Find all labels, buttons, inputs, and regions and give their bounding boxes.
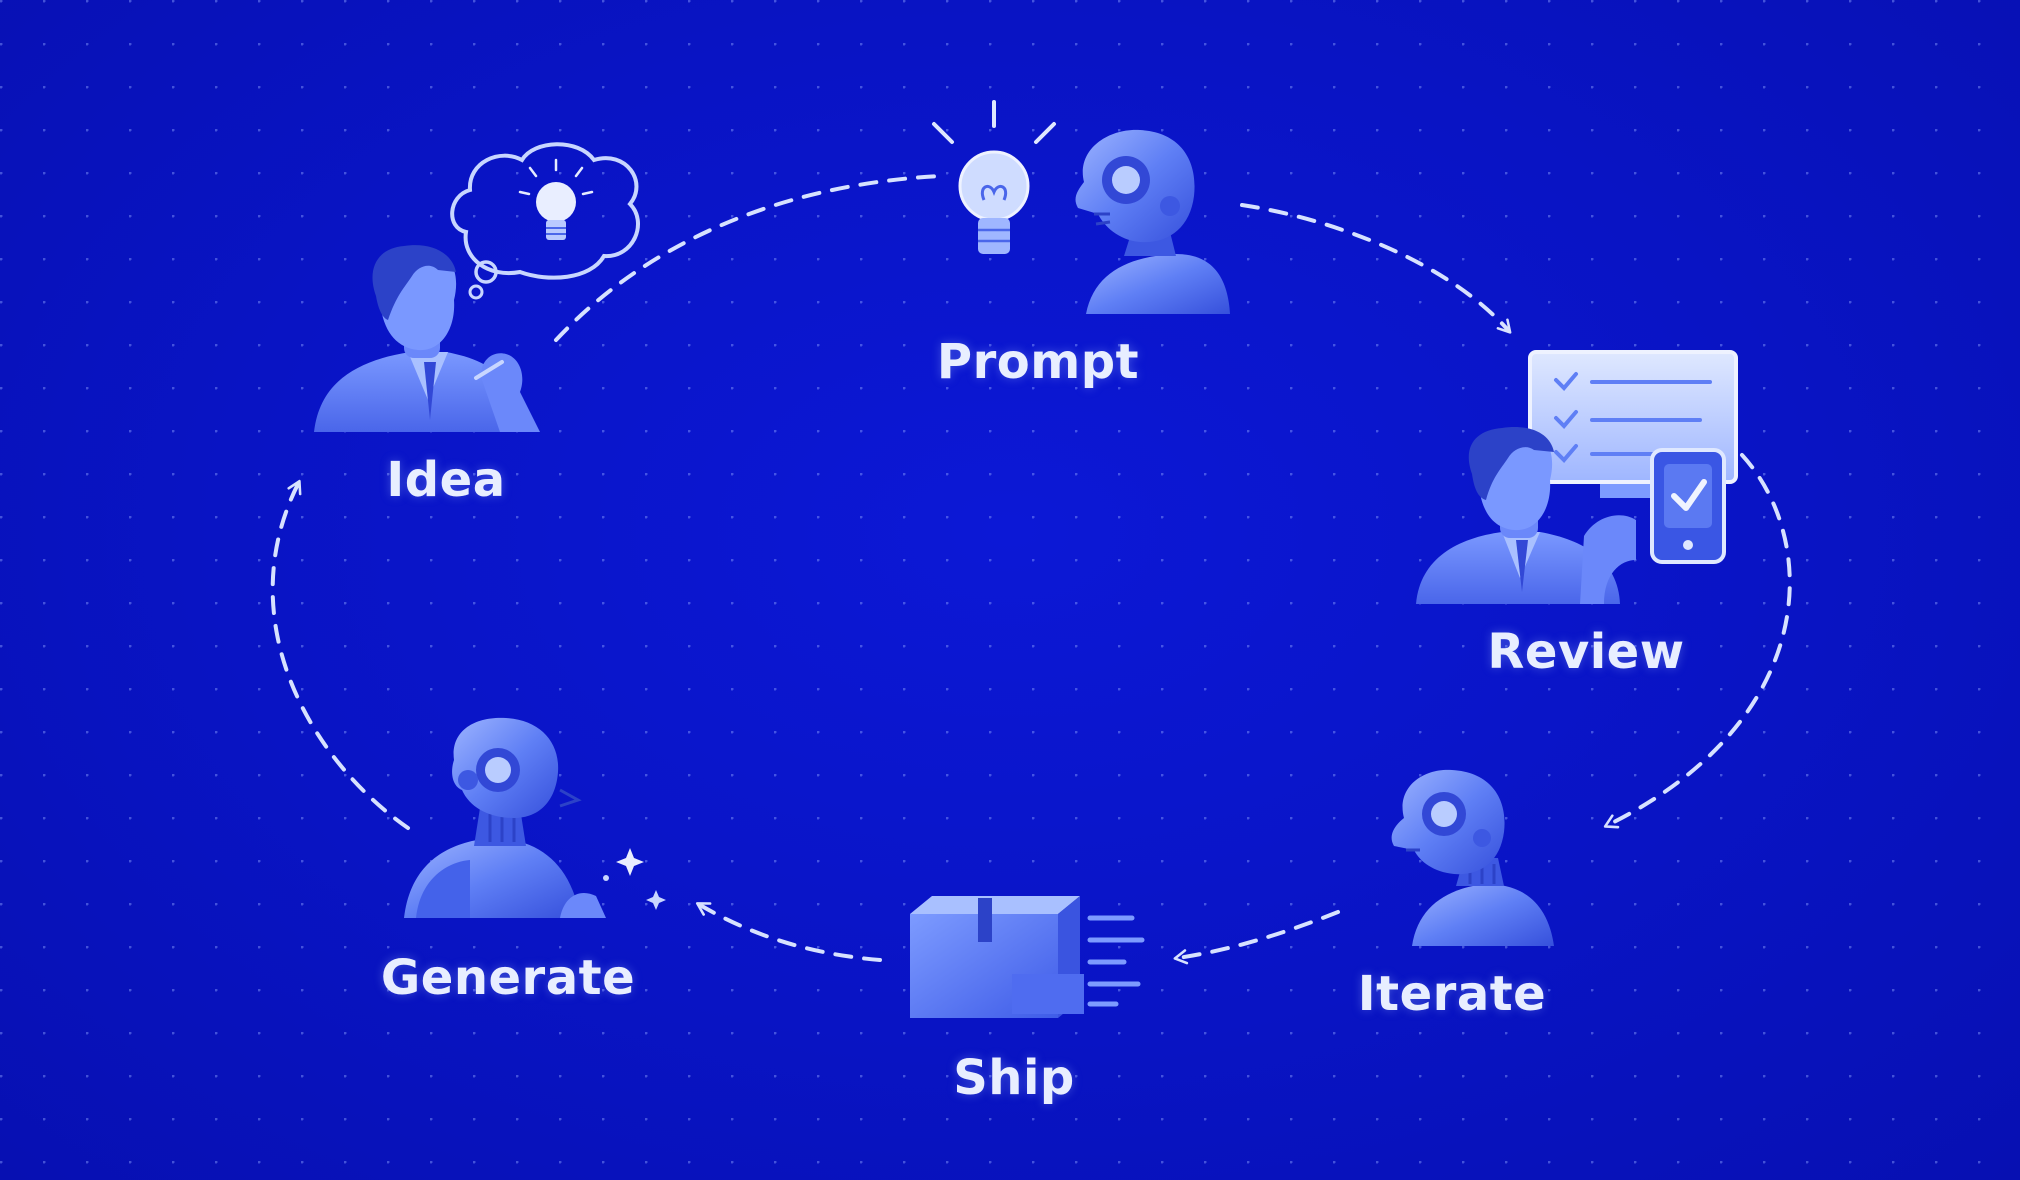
robot-head-icon [1391, 769, 1554, 946]
connector-ship-to-generate [695, 902, 882, 962]
connector-prompt-to-review [1240, 203, 1512, 334]
moving-package-icon [910, 896, 1145, 1018]
person-thinking-lightbulb-icon [314, 142, 640, 432]
connector-idea-to-prompt [554, 174, 942, 342]
connector-review-to-iterate [1603, 453, 1792, 829]
lightbulb-robot-icon [932, 100, 1230, 314]
person-monitor-checklist-icon [1416, 350, 1738, 604]
connector-iterate-to-ship [1173, 910, 1340, 965]
connector-generate-to-idea [270, 479, 410, 830]
robot-sparkles-icon [404, 717, 666, 918]
step-label-generate: Generate [380, 950, 636, 1006]
step-label-idea: Idea [386, 452, 506, 508]
step-label-iterate: Iterate [1357, 966, 1547, 1022]
step-label-review: Review [1487, 624, 1685, 680]
step-label-prompt: Prompt [936, 334, 1140, 390]
step-label-ship: Ship [953, 1050, 1075, 1106]
